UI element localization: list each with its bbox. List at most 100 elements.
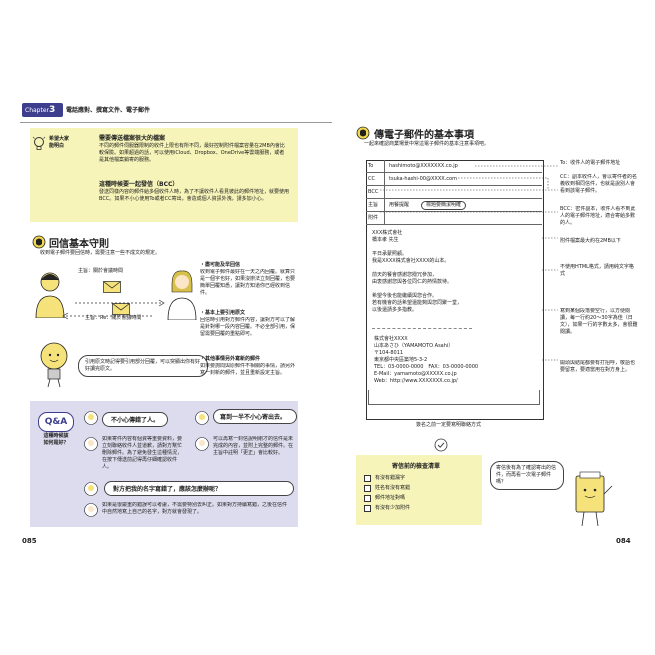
tip-heading-2: 這種時候要一起發信（BCC） — [99, 181, 179, 188]
signature-line: E-Mail：yamamoto@XXXXX.co.jp — [374, 371, 457, 377]
signature-divider — [372, 328, 472, 329]
answer-avatar-icon — [195, 436, 209, 451]
checkbox-icon[interactable] — [364, 484, 371, 492]
email-field-bcc: BCC — [366, 186, 542, 199]
email-body-line: XXX株式會社 — [372, 230, 403, 236]
email-label-bcc: BCC — [366, 186, 385, 198]
answer-2: 可以再寫一封信說明剛才的信件是未完成的內容，並附上完整的郵件。在主旨中註明「更正… — [213, 436, 293, 456]
checklist-box — [356, 455, 482, 525]
email-body-line: 前天的餐會感謝您撥冗參加， — [372, 272, 438, 278]
tip-heading-1: 需要傳送檔案很大的檔案 — [99, 135, 166, 142]
checklist-title: 寄信前的檢查清單 — [392, 463, 441, 470]
checklist-item-label: 郵件地址對嗎 — [375, 494, 406, 501]
signature-line: TEL：03-0000-0000 FAX：03-0000-0000 — [374, 364, 479, 370]
answer-avatar-icon — [84, 436, 98, 451]
rule-title: ・盡可能及早回信 — [200, 262, 241, 268]
chapter-badge: Chapter3 — [22, 103, 63, 117]
qa-badge: Q&A — [38, 412, 74, 432]
email-body-line: 平日承蒙照顧。 — [372, 251, 408, 257]
answer-3: 如果是很嚴重的錯誤可以考慮，不需要特別去糾正。如果對方持續寫錯，之後在信件中自然… — [102, 502, 288, 515]
annotation-attach: 附件檔案最大約在2MB以下 — [560, 238, 621, 244]
page-number-left: 085 — [22, 537, 37, 545]
checklist-item[interactable]: 有沒有少加附件 — [364, 503, 410, 513]
checklist-item[interactable]: 姓名有沒有寫錯 — [364, 483, 410, 493]
qa-avatar-icon — [84, 410, 98, 425]
answer-avatar-icon — [84, 502, 98, 517]
annotation-linebreak: 寫到某個段落要空行，以方便閱讀，每一行約20～30字為佳（日文），如果一行的字數… — [560, 308, 638, 335]
send-section-title: 傳電子郵件的基本事項 — [374, 130, 474, 141]
mascot-note: 寄信後有為了確認寄出的信件，而再看一次電子郵件嗎？ — [490, 461, 564, 490]
checkbox-icon[interactable] — [364, 474, 371, 482]
checklist-item[interactable]: 郵件地址對嗎 — [364, 493, 410, 503]
checklist-item-label: 有沒有錯漏字 — [375, 474, 406, 481]
email-label-attach: 附件 — [366, 212, 385, 224]
person-left-illustration — [30, 268, 70, 319]
email-label-to: To — [366, 160, 385, 172]
email-body-line: 我是XXXX株式會社XXXX的山本。 — [372, 258, 450, 264]
email-header-fields: To hashimoto@XXXXXXX.co.jp CC tsuka-hash… — [366, 160, 542, 225]
arrow-right-icon — [75, 292, 165, 307]
email-value-subject: 用餐提醒 — [389, 201, 410, 208]
subject-label-2: 主旨：Re：關於會議時間 — [85, 315, 142, 321]
checklist-item-label: 姓名有沒有寫錯 — [375, 484, 411, 491]
annotation-greeting: 開頭與結尾都要有打招呼，敬語也要留意，要適當用在對方身上。 — [560, 360, 636, 373]
email-field-to: To hashimoto@XXXXXXX.co.jp — [366, 160, 542, 173]
chapter-label: Chapter — [25, 107, 49, 114]
rule-item: ・其他事情另外寫新的郵件 如果要詢問與原郵件不相關的事情，請另外寫一封新的郵件，… — [200, 356, 298, 385]
rule-body: 收到電子郵件最好在一天之內回覆。就算只是一個字也好，如果沒辦法立刻回覆，也要簡單… — [200, 269, 296, 296]
email-body-line: 由衷感謝您與各位同仁的熱情款待。 — [372, 279, 453, 285]
checklist-item-label: 有沒有少加附件 — [375, 504, 411, 511]
email-field-cc: CC tsuka-hashi-00@XXXX.com — [366, 173, 542, 186]
tip-box — [30, 128, 298, 222]
notebook-mascot-illustration — [568, 470, 614, 528]
subject-tip-bubble: 標題要簡潔明確 — [421, 200, 467, 210]
arrow-left-icon — [62, 305, 152, 320]
email-body: XXX株式會社 橋本孝 先生 平日承蒙照顧。 我是XXXX株式會社XXXX的山本… — [372, 230, 537, 314]
annotation-format: 不使用HTML格式，請用純文字格式 — [560, 264, 634, 277]
checkbox-icon[interactable] — [364, 494, 371, 502]
signature-line: 東京都中央區築地5-3-2 — [374, 357, 428, 363]
email-signature: 株式會社XXXX 山本あさひ（YAMAMOTO Asahi） 〒104-8011… — [374, 336, 539, 385]
checklist-items: 有沒有錯漏字 姓名有沒有寫錯 郵件地址對嗎 有沒有少加附件 — [364, 473, 410, 513]
page-number-right: 084 — [616, 537, 631, 545]
rule-body: 如果要詢問與原郵件不相關的事情，請另外寫一封新的郵件，並且重新設定主旨。 — [200, 363, 296, 376]
check-circle-icon — [434, 437, 448, 452]
rule-item: ・盡可能及早回信 收到電子郵件最好在一天之內回覆。就算只是一個字也好，如果沒辦法… — [200, 262, 298, 305]
email-field-subject: 主旨 用餐提醒 標題要簡潔明確 — [366, 199, 542, 212]
tip-body-1: 不同的郵件伺服器限制的收件上限也有所不同，最好控制附件檔案容量在2MB內會比較保… — [99, 143, 285, 163]
envelope-reply-icon — [112, 300, 130, 315]
email-value-to: hashimoto@XXXXXXX.co.jp — [389, 162, 458, 169]
email-mock — [366, 160, 544, 420]
question-bubble-2: 寫到一半不小心寄出去。 — [213, 409, 297, 424]
send-section-desc: 一起來確認商業場景中常這電子郵件的基本注意事項吧。 — [364, 141, 490, 147]
reply-section-desc: 收到電子郵件要回信時，需要注意一些不成文的規定。 — [40, 250, 161, 256]
chapter-header-rule — [20, 100, 332, 123]
email-body-line: 橋本孝 先生 — [372, 237, 399, 243]
signature-line: 株式會社XXXX — [374, 336, 408, 342]
email-label-subject: 主旨 — [366, 199, 385, 211]
answer-1: 如果寄件內容有個資等重要資料，要立刻聯絡收件人並道歉，請對方幫忙刪除郵件。為了避… — [102, 436, 183, 470]
email-label-cc: CC — [366, 173, 385, 185]
subject-label-1: 主旨：關於會議時間 — [78, 268, 124, 274]
signature-note: 簽名之前一定要寫明聯絡方式 — [416, 422, 482, 428]
signature-bracket — [368, 390, 540, 405]
quote-note: 引用原文時記得要引用部分回覆，可以突顯出你有好好讀完原文。 — [78, 355, 208, 377]
tip-label: 希望大家 能明白 — [49, 136, 70, 149]
envelope-icon — [103, 278, 121, 293]
checklist-item[interactable]: 有沒有錯漏字 — [364, 473, 410, 483]
reply-section-icon — [32, 234, 46, 249]
checkbox-icon[interactable] — [364, 504, 371, 512]
bulb-mascot-illustration — [36, 340, 72, 388]
send-section-icon — [356, 125, 370, 140]
rule-item: ・基本上要引用原文 回信時引用對方郵件內容，讓對方可以了解是針對哪一段內容回覆。… — [200, 310, 298, 353]
signature-line: 〒104-8011 — [374, 350, 404, 356]
rule-body: 回信時引用對方郵件內容，讓對方可以了解是針對哪一段內容回覆。不必全部引用，保留需… — [200, 317, 296, 337]
signature-line: Web：http://www.XXXXXXX.co.jp/ — [374, 378, 458, 384]
reply-section-title: 回信基本守則 — [49, 239, 109, 250]
annotation-cc: CC：副本收件人，會以寄件者的名義收到相同信件，也就是說別人會看到該電子郵件。 — [560, 174, 637, 194]
email-body-line: 若有機會的話希望還能夠與您同聚一堂， — [372, 300, 463, 306]
email-body-line: 希望今後也能繼續與您合作。 — [372, 293, 438, 299]
email-field-attach: 附件 — [366, 212, 542, 225]
rule-title: ・其他事情另外寫新的郵件 — [200, 356, 261, 362]
